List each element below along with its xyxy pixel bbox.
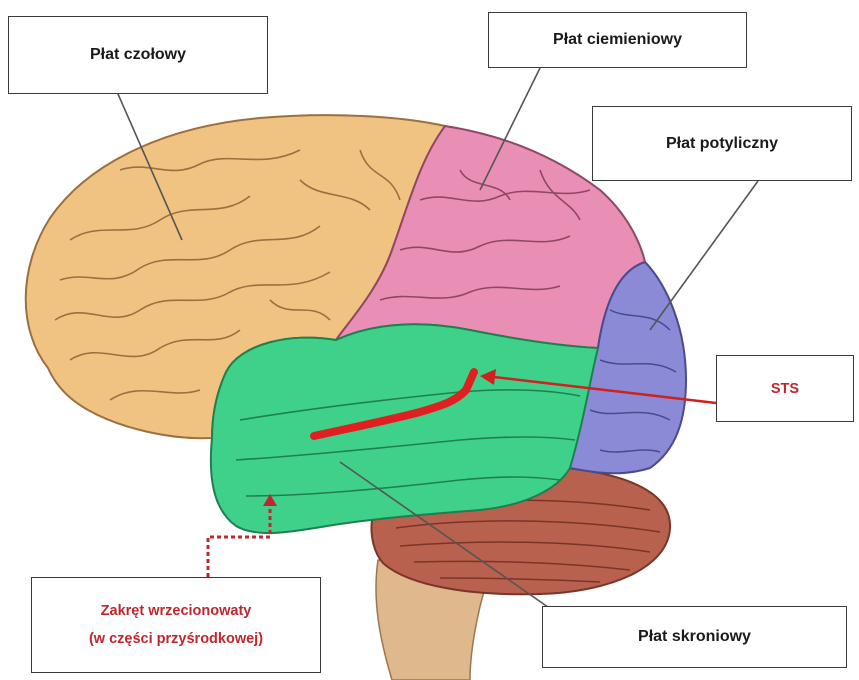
temporal-lobe-label: Płat skroniowy <box>542 606 847 668</box>
frontal-lobe-label: Płat czołowy <box>8 16 268 94</box>
occipital-lobe-label: Płat potyliczny <box>592 106 852 181</box>
sts-label: STS <box>716 355 854 422</box>
fusiform-gyrus-label: Zakręt wrzecionowaty (w części przyśrodk… <box>31 577 321 673</box>
parietal-lobe-label: Płat ciemieniowy <box>488 12 747 68</box>
fusiform-label-line2: (w części przyśrodkowej) <box>89 631 263 647</box>
occipital-leader-line <box>650 181 758 330</box>
fusiform-label-line1: Zakręt wrzecionowaty <box>101 603 252 619</box>
